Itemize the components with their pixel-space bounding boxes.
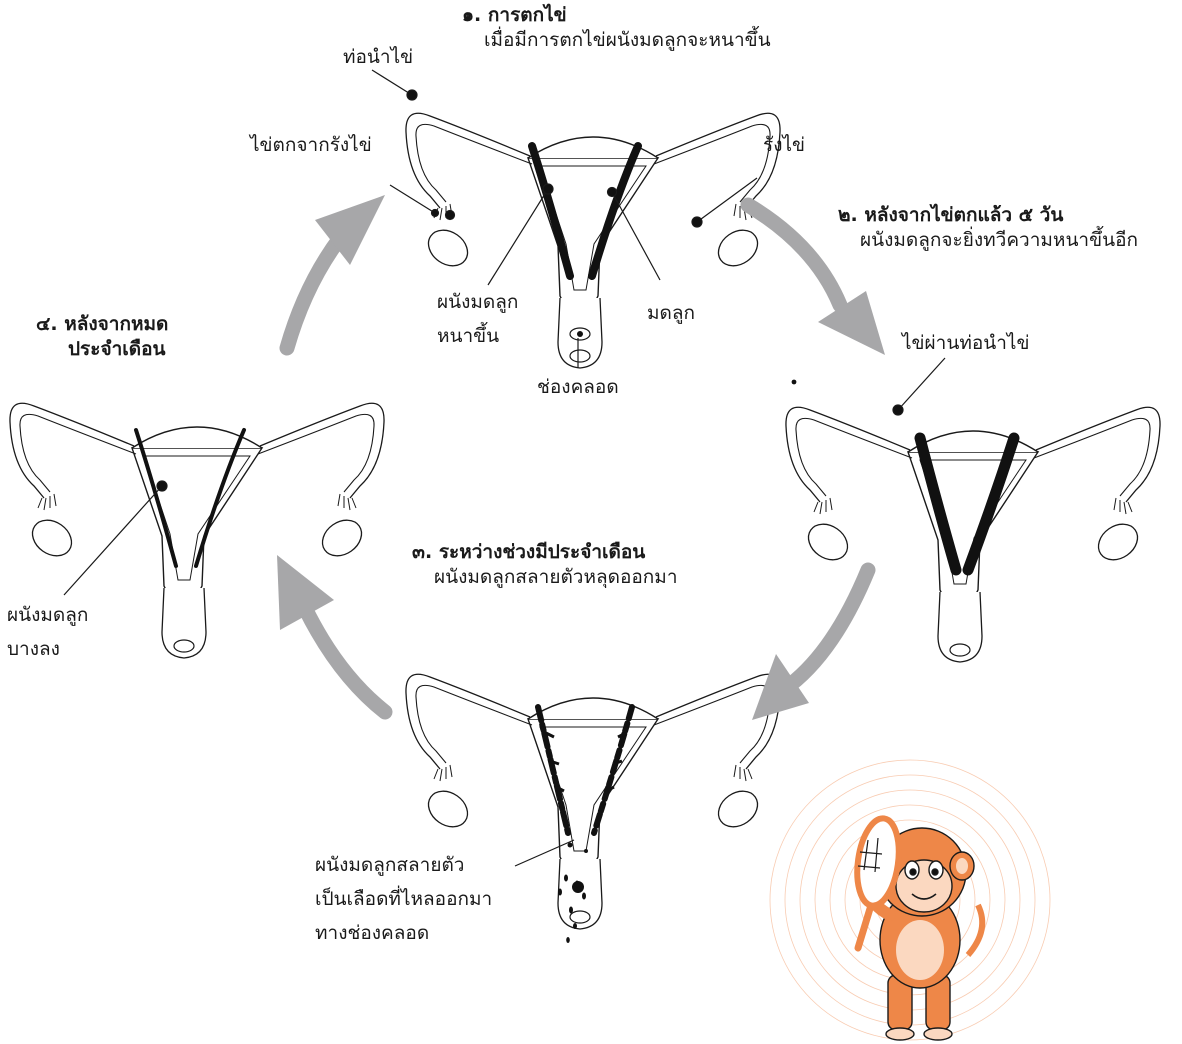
label-thin-wall-line-1: ผนังมดลูก [7,598,88,632]
stage-1-heading: ๑. การตกไข่ เมื่อมีการตกไข่ผนังมดลูกจะหน… [462,3,771,53]
label-shedding-wall-line-2: เป็นเลือดที่ไหลออกมา [315,882,492,916]
label-thick-wall-line-1: ผนังมดลูก [437,285,518,319]
label-thin-wall: ผนังมดลูก บางลง [7,598,88,666]
label-thick-wall-line-2: หนาขึ้น [437,319,518,353]
label-vaginal-canal: ช่องคลอด [537,370,619,404]
stage-3-title: ๓. ระหว่างช่วงมีประจำเดือน [412,540,677,565]
stage-3-desc: ผนังมดลูกสลายตัวหลุดออกมา [412,565,677,590]
label-ovary: รังไข่ [763,128,805,162]
label-thick-wall: ผนังมดลูก หนาขึ้น [437,285,518,353]
stage-2-heading: ๒. หลังจากไข่ตกแล้ว ๕ วัน ผนังมดลูกจะยิ่… [838,203,1138,253]
label-shedding-wall: ผนังมดลูกสลายตัว เป็นเลือดที่ไหลออกมา ทา… [315,848,492,950]
stage-1-title: ๑. การตกไข่ [462,3,771,28]
stage-4-pointers [64,481,167,595]
label-thin-wall-line-2: บางลง [7,632,88,666]
label-egg-in-tube: ไข่ผ่านท่อนำไข่ [902,326,1029,360]
stage-4-title-line-1: ๔. หลังจากหมด [36,312,168,337]
stage-1-desc: เมื่อมีการตกไข่ผนังมดลูกจะหนาขึ้น [462,28,771,53]
stage-2-title: ๒. หลังจากไข่ตกแล้ว ๕ วัน [838,203,1138,228]
label-uterus: มดลูก [647,296,695,330]
label-fallopian-tube: ท่อนำไข่ [343,40,413,74]
label-egg-released: ไข่ตกจากรังไข่ [250,128,372,162]
stage-3-heading: ๓. ระหว่างช่วงมีประจำเดือน ผนังมดลูกสลาย… [412,540,677,590]
stage-2-pointers [893,358,945,415]
stage-4-heading: ๔. หลังจากหมด ประจำเดือน [36,312,168,362]
label-shedding-wall-line-3: ทางช่องคลอด [315,916,492,950]
stage-4-title-line-2: ประจำเดือน [36,337,168,362]
stage-2-desc: ผนังมดลูกจะยิ่งทวีความหนาขึ้นอีก [838,228,1138,253]
label-shedding-wall-line-1: ผนังมดลูกสลายตัว [315,848,492,882]
